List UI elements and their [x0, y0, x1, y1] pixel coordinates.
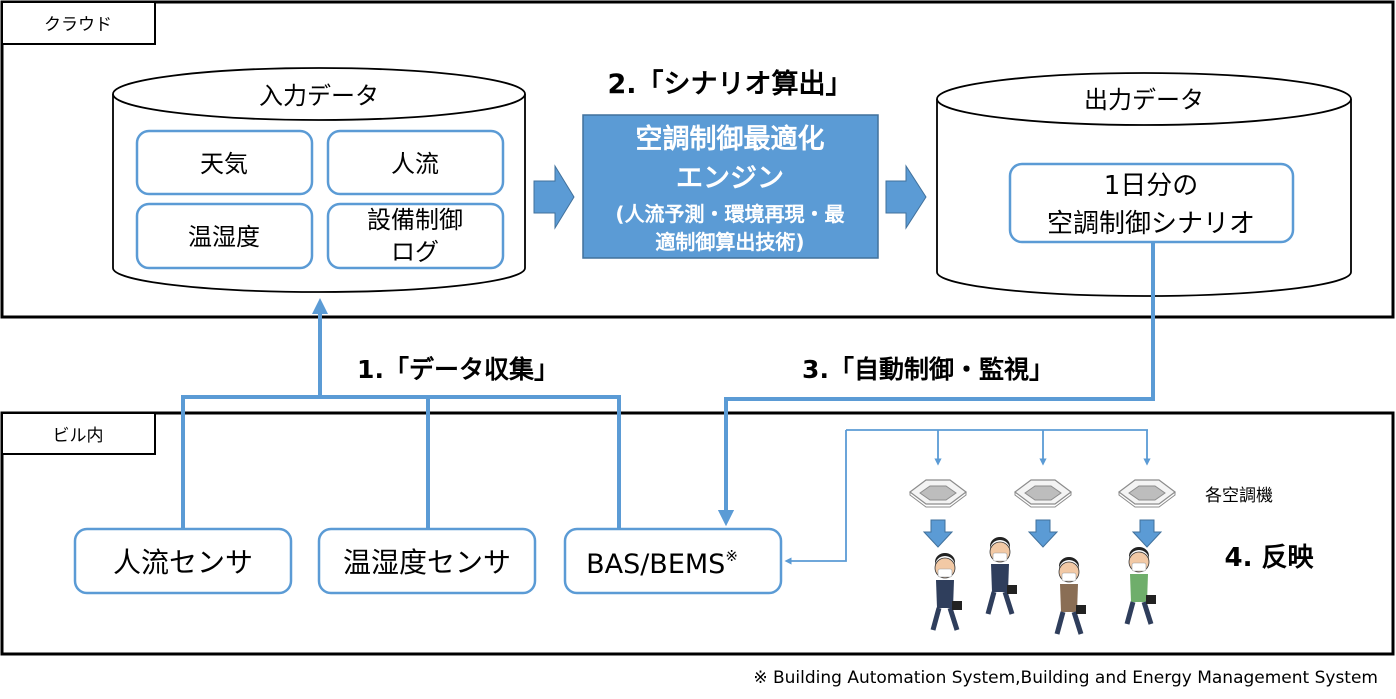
- engine-subtitle-line1: (人流予測・環境再現・最: [615, 202, 845, 226]
- temp-humidity-sensor-box: [317, 527, 537, 595]
- ac-down-arrows: [922, 519, 1163, 548]
- cloud-section-tab: [1, 1, 156, 45]
- step1-label: 1.「データ収集」: [357, 355, 559, 384]
- input-item-weather: [135, 129, 314, 196]
- ceiling-ac-unit-icon: [909, 479, 967, 508]
- cloud-section-frame: [0, 0, 1395, 319]
- ceiling-ac-unit-icon: [1014, 479, 1072, 508]
- output-item-scenario: [1008, 162, 1295, 244]
- input-item-equipment-log-line1: 設備制御: [367, 206, 463, 234]
- block-arrow-right-icon: [533, 164, 575, 230]
- building-section-label: ビル内: [53, 426, 104, 446]
- building-section-frame: [0, 411, 1395, 656]
- output-item-scenario-line1: 1日分の: [1104, 171, 1199, 201]
- engine-subtitle-line2: 適制御算出技術): [655, 230, 804, 254]
- cloud-section-label: クラウド: [44, 15, 112, 35]
- people-flow-sensor-box: [73, 527, 293, 595]
- optimization-engine-box: [582, 114, 879, 259]
- step4-label: 4. 反映: [1224, 543, 1313, 573]
- down-arrow-icon: [1131, 519, 1163, 548]
- connector-overlay: [181, 405, 734, 528]
- input-item-people-flow-label: 人流: [391, 150, 439, 178]
- building-section-tab: [1, 412, 156, 455]
- person-icon: [985, 537, 1017, 615]
- ceiling-ac-unit-icon: [1118, 479, 1176, 508]
- person-icon: [1054, 557, 1086, 635]
- input-item-equipment-log-line2: ログ: [391, 238, 439, 266]
- footnote: ※ Building Automation System,Building an…: [753, 668, 1378, 688]
- input-data-title: 入力データ: [259, 82, 379, 110]
- people-flow-sensor-label: 人流センサ: [113, 546, 253, 579]
- input-item-temp-humidity-label: 温湿度: [188, 223, 260, 251]
- ac-units-label: 各空調機: [1205, 486, 1273, 506]
- input-item-people-flow: [326, 129, 505, 196]
- data-collection-connector: [181, 298, 621, 528]
- temp-humidity-sensor-label: 温湿度センサ: [343, 546, 511, 579]
- block-arrow-right-icon: [885, 164, 927, 230]
- person-icon: [930, 553, 962, 631]
- bas-bems-label: BAS/BEMS※: [586, 547, 738, 580]
- bas-bems-box: [563, 527, 783, 595]
- output-item-scenario-line2: 空調制御シナリオ: [1047, 209, 1255, 239]
- down-arrow-icon: [922, 519, 954, 548]
- step2-label: 2.「シナリオ算出」: [607, 68, 852, 100]
- ac-units-group: [909, 479, 1176, 508]
- people-group: [930, 537, 1156, 635]
- ac-distribution-lines: [784, 429, 1151, 565]
- engine-title-line2: エンジン: [676, 163, 784, 194]
- engine-title-line1: 空調制御最適化: [636, 123, 825, 155]
- down-arrow-icon: [1027, 519, 1059, 548]
- input-item-weather-label: 天気: [200, 150, 248, 178]
- input-item-equipment-log: [326, 202, 505, 270]
- input-item-temp-humidity: [135, 202, 314, 270]
- step3-label: 3.「自動制御・監視」: [802, 355, 1054, 384]
- person-icon: [1124, 547, 1156, 625]
- output-data-title: 出力データ: [1084, 86, 1204, 114]
